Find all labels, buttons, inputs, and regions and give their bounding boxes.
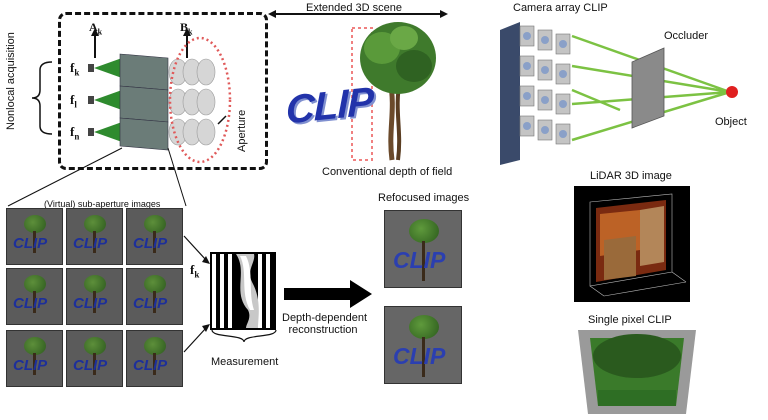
subaperture-image: CLIP — [66, 208, 123, 265]
fk-label: fk — [70, 60, 80, 78]
fl-label: fl — [70, 92, 77, 110]
refocused-label: Refocused images — [378, 192, 470, 204]
scene-arrowhead-right — [440, 10, 448, 18]
single-pixel-image — [578, 330, 696, 414]
measurement-pattern — [210, 252, 277, 343]
scene-arrowhead-left — [268, 10, 276, 18]
nonlocal-bracket — [31, 61, 53, 135]
link-line-right — [167, 147, 187, 207]
single-pixel-label: Single pixel CLIP — [588, 314, 672, 326]
refocused-image-far: CLIP — [384, 306, 462, 384]
subaperture-label: (Virtual) sub-aperture images — [44, 199, 161, 209]
measurement-brace — [211, 329, 277, 343]
occluder-label: Occluder — [664, 30, 709, 42]
occluder-plate — [631, 47, 665, 129]
camera-row-l — [88, 85, 169, 123]
scene-tree — [360, 22, 436, 161]
lidar-image — [574, 186, 690, 302]
subaperture-image: CLIP — [66, 330, 123, 387]
camera-array — [500, 22, 571, 165]
extended-scene-label: Extended 3D scene — [306, 2, 403, 14]
ak-arrowhead — [91, 28, 99, 36]
aperture-label: Aperture — [236, 109, 248, 152]
conventional-dof-label: Conventional depth of field — [322, 166, 453, 178]
fn-label: fn — [70, 124, 80, 142]
bk-label: Bk — [180, 20, 193, 37]
aperture-pointer — [217, 115, 227, 125]
link-line-left — [7, 147, 123, 207]
subaperture-image: CLIP — [6, 330, 63, 387]
object-label: Object — [715, 116, 747, 128]
ak-label: Ak — [89, 20, 103, 37]
aperture-ellipse — [168, 36, 232, 164]
camera-row-n — [88, 117, 169, 151]
subaperture-image: CLIP — [6, 268, 63, 325]
lens-array — [168, 58, 216, 146]
camera-array-label: Camera array CLIP — [513, 2, 608, 14]
subaperture-image: CLIP — [66, 268, 123, 325]
subaperture-image: CLIP — [126, 330, 183, 387]
measurement-label: Measurement — [211, 356, 279, 368]
refocused-image-near: CLIP — [384, 210, 462, 288]
clip-logo: CLIP — [286, 79, 374, 133]
dof-rectangle — [351, 27, 373, 161]
subaperture-image: CLIP — [126, 208, 183, 265]
camera-row-k — [88, 53, 169, 91]
nonlocal-label: Nonlocal acquisition — [5, 32, 17, 130]
object-dot — [726, 86, 738, 98]
acquisition-box — [58, 12, 268, 170]
subaperture-image: CLIP — [6, 208, 63, 265]
reconstruction-arrow — [284, 280, 372, 308]
lidar-label: LiDAR 3D image — [590, 170, 672, 182]
grid-arrow-bottom — [183, 327, 207, 353]
subaperture-image: CLIP — [126, 268, 183, 325]
reconstruction-label: Depth-dependent reconstruction — [282, 312, 368, 336]
measurement-fk-label: fk — [190, 262, 200, 280]
bk-arrowhead — [183, 28, 191, 36]
grid-arrow-top — [183, 235, 207, 261]
